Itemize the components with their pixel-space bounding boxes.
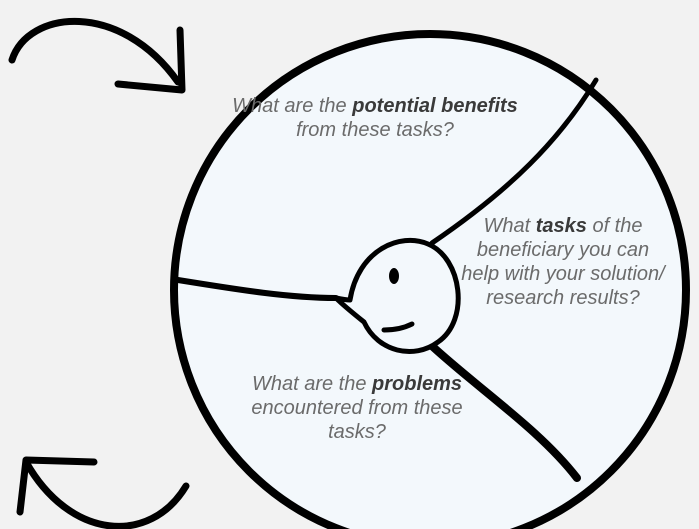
problems-question: What are the problems encountered from t… xyxy=(222,372,492,444)
problems-keyword: problems xyxy=(372,373,463,395)
tasks-keyword: tasks xyxy=(535,215,587,237)
benefits-keyword: potential benefits xyxy=(352,95,518,117)
problems-text-start: What are the xyxy=(251,373,373,395)
benefits-question: What are the potential benefits from the… xyxy=(225,94,525,142)
top-arrow-icon xyxy=(8,18,186,94)
bottom-arrow-icon xyxy=(16,456,190,529)
tasks-text-start: What xyxy=(483,215,536,237)
tasks-question: What tasks of the beneficiary you can he… xyxy=(458,214,668,310)
tasks-text-end: of the beneficiary you can help with you… xyxy=(461,215,665,309)
beneficiary-face-icon xyxy=(333,238,461,354)
problems-text-end: encountered from these tasks? xyxy=(251,397,463,443)
benefits-text-start: What are the xyxy=(232,95,353,117)
benefits-text-end: from these tasks? xyxy=(296,119,454,141)
wheel-dividers xyxy=(175,77,599,482)
